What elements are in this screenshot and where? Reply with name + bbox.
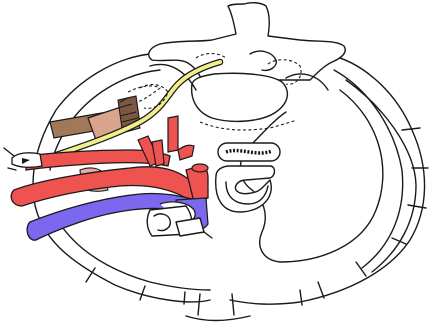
trachea	[216, 166, 275, 212]
esophagus	[218, 143, 280, 161]
psoas-muscle	[50, 96, 140, 140]
instrument-tip-icon	[4, 148, 42, 170]
vertebra	[149, 3, 346, 122]
